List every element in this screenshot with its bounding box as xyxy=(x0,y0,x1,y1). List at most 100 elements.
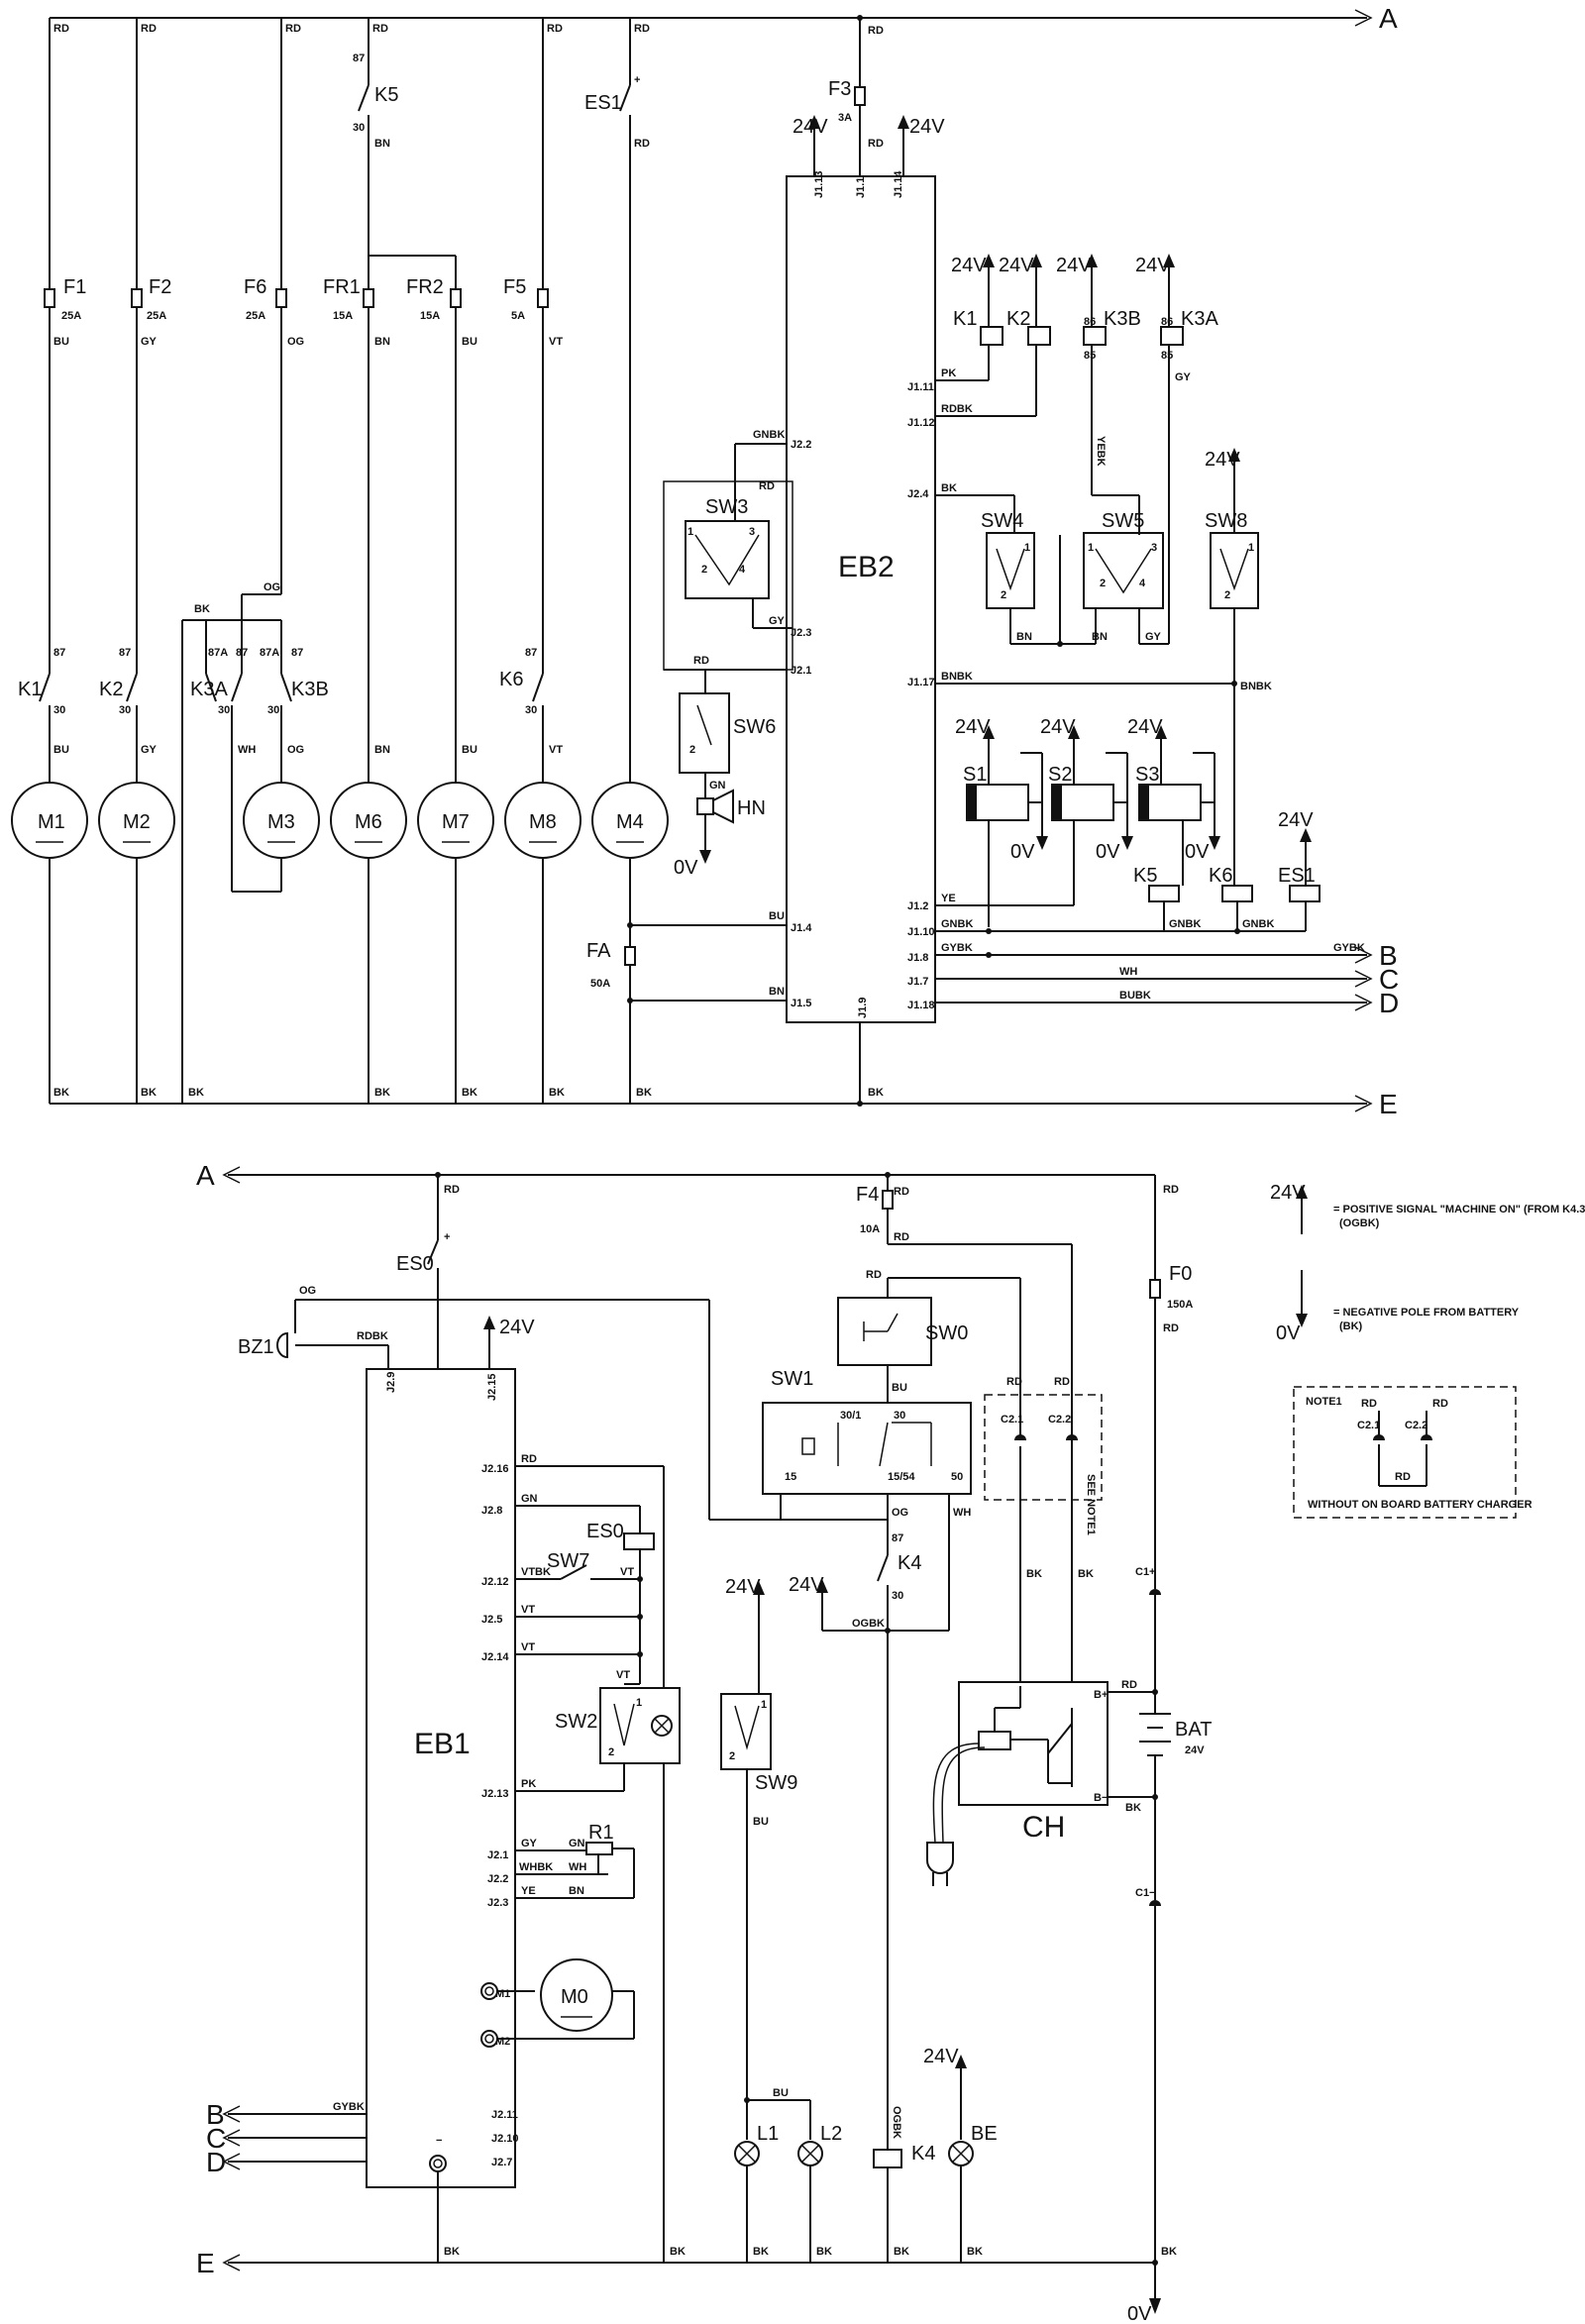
rail-e-label: E xyxy=(1379,1089,1398,1119)
svg-text:VT: VT xyxy=(616,1669,630,1681)
svg-text:J2.7: J2.7 xyxy=(491,2157,512,2168)
svg-text:VTBK: VTBK xyxy=(521,1566,551,1578)
svg-text:BU: BU xyxy=(773,2087,789,2099)
svg-text:BUBK: BUBK xyxy=(1119,990,1151,1002)
svg-text:BNBK: BNBK xyxy=(941,671,973,683)
r1-potentiometer: GY WHBK YE GN WH BN R1 xyxy=(515,1822,635,1899)
svg-text:5A: 5A xyxy=(511,310,525,322)
svg-text:YE: YE xyxy=(941,893,956,904)
svg-text:B−: B− xyxy=(1094,1792,1108,1804)
svg-text:2: 2 xyxy=(1001,589,1006,601)
svg-text:BZ1: BZ1 xyxy=(238,1336,274,1358)
svg-text:M1: M1 xyxy=(38,811,65,833)
svg-text:VT: VT xyxy=(620,1566,634,1578)
switch-sw9 xyxy=(720,1693,772,1770)
svg-text:K3B: K3B xyxy=(1104,308,1141,330)
svg-text:GNBK: GNBK xyxy=(941,918,973,930)
svg-text:BK: BK xyxy=(188,1087,204,1099)
svg-text:CH: CH xyxy=(1022,1811,1065,1844)
sensors-s1-s3: 24V S1 0V 24V S2 0V YE xyxy=(935,716,1220,927)
svg-text:RDBK: RDBK xyxy=(357,1330,388,1342)
svg-text:2: 2 xyxy=(1100,578,1106,589)
svg-text:RD: RD xyxy=(894,1231,909,1243)
svg-text:J1.18: J1.18 xyxy=(907,1000,935,1011)
svg-text:SW3: SW3 xyxy=(705,496,748,518)
svg-text:M3: M3 xyxy=(267,811,295,833)
svg-text:30: 30 xyxy=(353,122,365,134)
svg-text:BK: BK xyxy=(141,1087,157,1099)
svg-text:15: 15 xyxy=(785,1471,796,1483)
svg-text:30: 30 xyxy=(894,1410,905,1422)
fuse-f1 xyxy=(44,288,55,308)
svg-text:S3: S3 xyxy=(1135,764,1159,786)
svg-text:GN: GN xyxy=(521,1493,538,1505)
inputs-b-c-d: B GYBK C D xyxy=(206,2099,367,2177)
coils-k5-k6-es1: K5 K6 24V ES1 GNBK GNBK GNBK xyxy=(935,809,1321,934)
svg-text:RD: RD xyxy=(634,23,650,35)
svg-text:J2.13: J2.13 xyxy=(481,1788,509,1800)
svg-text:24V: 24V xyxy=(1205,449,1240,471)
svg-text:GY: GY xyxy=(1145,631,1162,643)
svg-text:0V: 0V xyxy=(674,857,698,879)
board-eb1: EB1 J2.9 J2.15 24V J2.16 J2.8 J2.12 J2.5… xyxy=(366,1316,535,2263)
svg-text:2: 2 xyxy=(1224,589,1230,601)
svg-text:BK: BK xyxy=(1026,1568,1042,1580)
svg-text:RD: RD xyxy=(759,480,775,492)
svg-text:GNBK: GNBK xyxy=(1242,918,1274,930)
svg-text:F4: F4 xyxy=(856,1184,879,1206)
svg-text:GYBK: GYBK xyxy=(941,942,973,954)
coil-es1 xyxy=(1289,885,1321,902)
lamp-be-branch: 24V BE BK xyxy=(923,2046,998,2263)
svg-text:M7: M7 xyxy=(442,811,470,833)
svg-text:J2.14: J2.14 xyxy=(481,1651,509,1663)
svg-text:K1: K1 xyxy=(18,679,42,700)
svg-text:(OGBK): (OGBK) xyxy=(1339,1217,1380,1229)
motor-m0: M0 xyxy=(480,1958,635,2048)
svg-text:RD: RD xyxy=(372,23,388,35)
svg-text:25A: 25A xyxy=(61,310,81,322)
svg-text:J2.2: J2.2 xyxy=(791,439,811,451)
eb1-right-wiring: RD BK GN ES0 VTBK SW7 VT VT VT VT SW2 1 … xyxy=(515,1453,686,2263)
svg-text:24V: 24V xyxy=(1185,1744,1205,1756)
coil-k6 xyxy=(1221,885,1253,902)
svg-text:10A: 10A xyxy=(860,1223,880,1235)
svg-text:GN: GN xyxy=(709,780,726,792)
svg-text:WITHOUT ON BOARD BATTERY CHARG: WITHOUT ON BOARD BATTERY CHARGER xyxy=(1308,1499,1532,1511)
svg-text:+: + xyxy=(634,74,640,86)
svg-text:BK: BK xyxy=(374,1087,390,1099)
svg-text:J1.9: J1.9 xyxy=(857,998,869,1018)
svg-text:BN: BN xyxy=(1092,631,1108,643)
svg-text:GN: GN xyxy=(569,1838,585,1849)
svg-text:K1: K1 xyxy=(953,308,977,330)
svg-text:YEBK: YEBK xyxy=(1095,436,1107,467)
svg-text:J2.5: J2.5 xyxy=(481,1614,502,1626)
svg-text:SEE NOTE1: SEE NOTE1 xyxy=(1085,1474,1097,1535)
switch-sw3 xyxy=(685,520,770,599)
svg-text:24V: 24V xyxy=(1135,255,1171,276)
svg-text:E: E xyxy=(196,2248,215,2278)
branch-m8: F5 5A K6 87 30 RD VT VT M8 BK xyxy=(499,18,581,1104)
svg-text:J2.8: J2.8 xyxy=(481,1505,502,1517)
svg-text:87: 87 xyxy=(892,1532,903,1544)
svg-text:BK: BK xyxy=(894,2246,909,2258)
svg-text:0V: 0V xyxy=(1276,1322,1301,1344)
svg-text:K5: K5 xyxy=(1133,865,1157,887)
svg-text:OGBK: OGBK xyxy=(852,1618,885,1630)
svg-text:J2.10: J2.10 xyxy=(491,2133,519,2145)
rail-a: A xyxy=(50,3,1398,34)
svg-text:85: 85 xyxy=(1161,350,1173,362)
svg-text:24V: 24V xyxy=(923,2046,959,2067)
svg-text:SW6: SW6 xyxy=(733,716,776,738)
svg-text:RD: RD xyxy=(894,1186,909,1198)
svg-text:A: A xyxy=(196,1160,215,1191)
svg-text:4: 4 xyxy=(1139,578,1146,589)
coil-k3a xyxy=(1160,326,1184,346)
svg-text:S2: S2 xyxy=(1048,764,1072,786)
svg-text:C1+: C1+ xyxy=(1135,1566,1156,1578)
sensor-s1: 24V S1 0V xyxy=(955,716,1048,927)
svg-text:BU: BU xyxy=(769,910,785,922)
svg-text:K2: K2 xyxy=(1006,308,1030,330)
svg-text:30: 30 xyxy=(525,704,537,716)
